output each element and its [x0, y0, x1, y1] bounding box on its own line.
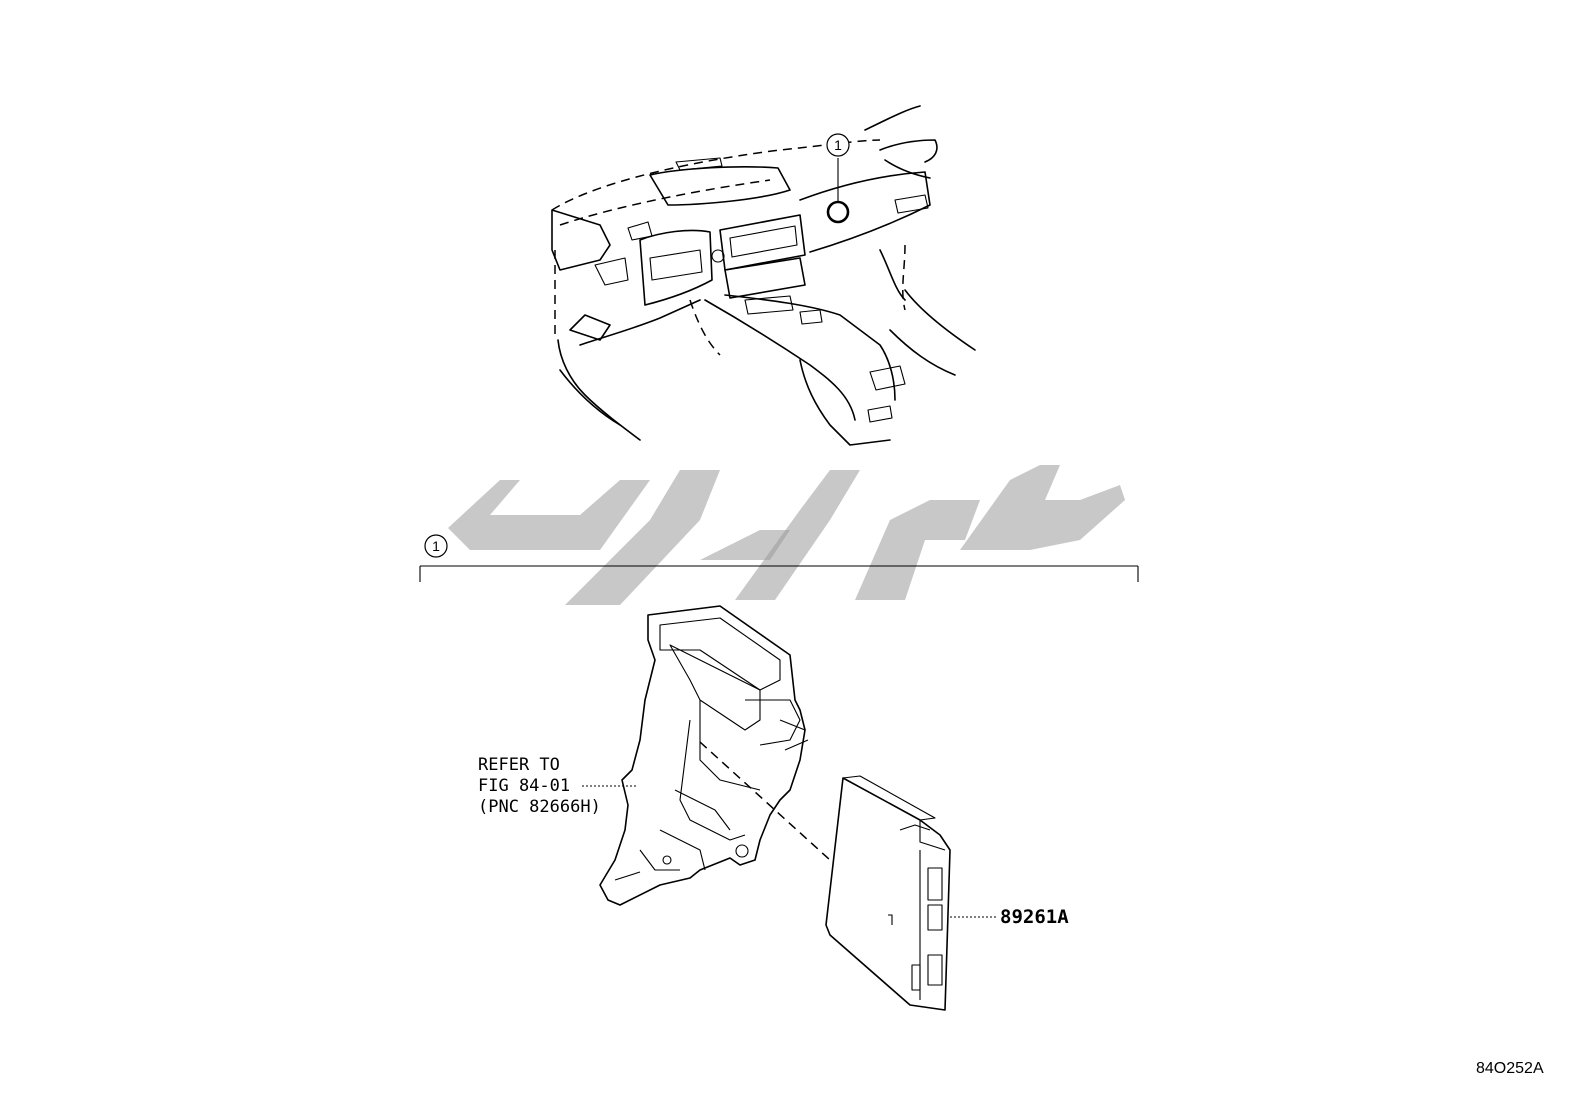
refer-line-2: FIG 84-01	[478, 776, 570, 796]
part-callout: 89261A	[950, 906, 1069, 928]
assembly-line	[699, 741, 831, 861]
part-number-label: 89261A	[1000, 906, 1069, 928]
watermark-logo	[448, 465, 1125, 605]
callout-marker-top: 1	[834, 137, 842, 153]
refer-line-1: REFER TO	[478, 755, 560, 775]
section-bracket: 1	[419, 534, 1139, 582]
ecu-bracket-drawing	[599, 605, 809, 906]
callout-marker-section: 1	[432, 538, 440, 554]
ecu-unit-drawing	[825, 775, 951, 1011]
refer-line-3: (PNC 82666H)	[478, 797, 601, 817]
location-marker	[826, 200, 850, 224]
refer-callout: REFER TO FIG 84-01 (PNC 82666H)	[478, 755, 638, 817]
dashboard-illustration: 1	[551, 105, 976, 446]
figure-id: 84O252A	[1476, 1060, 1544, 1077]
